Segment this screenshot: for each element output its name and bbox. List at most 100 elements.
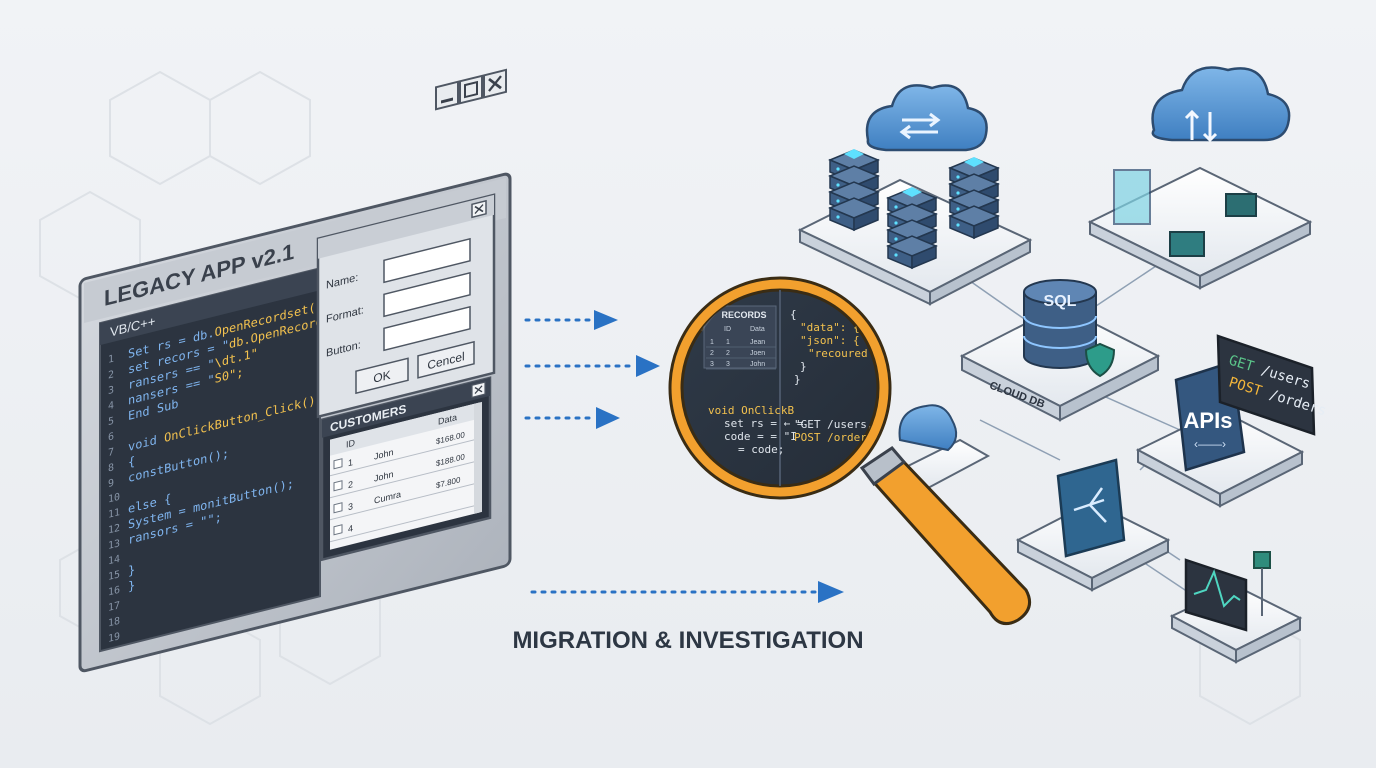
lens-json-line: { [790, 308, 797, 321]
cancel-button[interactable]: Cencel [417, 340, 475, 379]
cloud-storage-node [1087, 66, 1313, 290]
row-checkbox[interactable] [333, 480, 343, 492]
code-brackets-icon: ‹——› [1194, 437, 1226, 451]
grid-cell-name: John [374, 469, 393, 484]
grid-cell-id: 3 [348, 501, 353, 512]
line-number: 9 [108, 478, 114, 490]
magnifying-glass: RECORDS ID Data 1 1 Jean 2 2 Joen 3 3 John {"data"… [668, 276, 1032, 626]
line-number: 16 [108, 585, 120, 599]
form-text-input[interactable] [383, 237, 471, 284]
cloud-icon [897, 404, 991, 490]
grid-cell-id: 4 [348, 523, 353, 534]
sql-label: SQL [1044, 293, 1077, 310]
line-number: 2 [108, 369, 114, 381]
line-number: 11 [108, 507, 120, 521]
line-number: 1 [108, 354, 114, 366]
line-number: 8 [108, 462, 114, 474]
form-text-input[interactable] [383, 271, 471, 318]
lens-table-cell: Joen [750, 350, 765, 357]
lens-table-header: Data [750, 326, 765, 333]
lens-json-line: "json": { [800, 334, 860, 347]
line-number: 6 [108, 431, 114, 443]
line-number: 7 [108, 447, 114, 459]
ok-button[interactable]: OK [355, 357, 409, 395]
arrow-right-icon [818, 581, 844, 603]
server-cluster [797, 149, 1033, 306]
server-rack-icon [948, 157, 1000, 240]
row-checkbox[interactable] [333, 524, 343, 536]
lens-table-cell: 2 [726, 350, 730, 357]
line-number: 4 [108, 400, 114, 412]
database-icon [1023, 279, 1097, 369]
line-number: 17 [108, 600, 120, 614]
lens-code-line: set rs = ← = [724, 417, 804, 430]
dialog-close-icon[interactable] [471, 199, 487, 219]
maximize-icon[interactable] [459, 74, 483, 105]
line-number: 14 [108, 554, 120, 568]
line-number: 13 [108, 538, 120, 552]
lens-table-cell: Jean [750, 339, 765, 346]
customers-grid-dialog[interactable]: CUSTOMERS IDData1John$168.002John$188.00… [320, 376, 492, 562]
lens-table-cell: 1 [726, 339, 730, 346]
form-text-input[interactable] [383, 305, 471, 352]
shield-icon [1084, 342, 1116, 378]
line-number: 3 [108, 385, 114, 397]
apis-label: APIs [1184, 408, 1233, 433]
arrow-right-icon [636, 355, 660, 377]
lens-table-cell: 3 [710, 361, 714, 368]
line-number: 12 [108, 523, 120, 537]
lens-table-header: ID [724, 326, 731, 333]
code-line: } [128, 578, 135, 594]
lens-json-line: } [794, 373, 801, 386]
lens-code-line: = code; [738, 443, 784, 456]
activity-chart-icon [1193, 569, 1241, 608]
grid-scrollbar[interactable] [474, 401, 482, 514]
grid-col-id: ID [346, 438, 355, 450]
lens-table-cell: John [750, 361, 765, 368]
network-node [1015, 458, 1171, 592]
lens-code-line: code = = "I [724, 430, 797, 443]
line-number: 19 [108, 631, 120, 645]
line-number: 5 [108, 416, 114, 428]
lens-json-line: } [800, 360, 807, 373]
lens-table-cell: 1 [710, 339, 714, 346]
lens-code-line: void OnClickB [708, 404, 794, 417]
cloud-db-node: SQL CLOUD DB [959, 279, 1161, 422]
row-checkbox[interactable] [333, 502, 343, 514]
server-rack-icon [886, 187, 938, 270]
migration-arrows [524, 310, 844, 603]
line-number: 15 [108, 569, 120, 583]
grid-cell-id: 2 [348, 479, 353, 490]
lens-table-title: RECORDS [721, 310, 766, 320]
line-number: 10 [108, 492, 120, 506]
lens-json-line: "data": {, [800, 321, 866, 334]
grid-cell-id: 1 [348, 457, 353, 468]
grid-close-icon[interactable] [471, 381, 486, 399]
apis-node: APIs ‹——› [1135, 360, 1305, 508]
server-rack-icon [828, 149, 880, 232]
monitoring-node [1169, 551, 1303, 664]
minimize-icon[interactable] [435, 80, 459, 111]
form-dialog[interactable]: Name:Format:Button: OK Cencel [316, 193, 496, 419]
code-line: { [128, 454, 135, 470]
grid-cell-name: John [374, 447, 393, 462]
ok-button-label: OK [373, 368, 390, 386]
close-icon[interactable] [483, 68, 507, 99]
code-line: } [128, 562, 135, 578]
lens-table-cell: 2 [710, 350, 714, 357]
cloud-sync-icon [865, 84, 988, 152]
arrow-right-icon [596, 407, 620, 429]
lens-json-line: "recoured "" [808, 347, 887, 360]
lens-table-cell: 3 [726, 361, 730, 368]
caption: MIGRATION & INVESTIGATION [512, 627, 863, 654]
row-checkbox[interactable] [333, 458, 343, 470]
lens-api-line: "GET /users, [794, 418, 873, 431]
arrow-right-icon [594, 310, 618, 330]
lens-api-line: POST /order [794, 431, 867, 444]
magnifier-handle [859, 446, 1032, 626]
line-number: 18 [108, 616, 120, 630]
